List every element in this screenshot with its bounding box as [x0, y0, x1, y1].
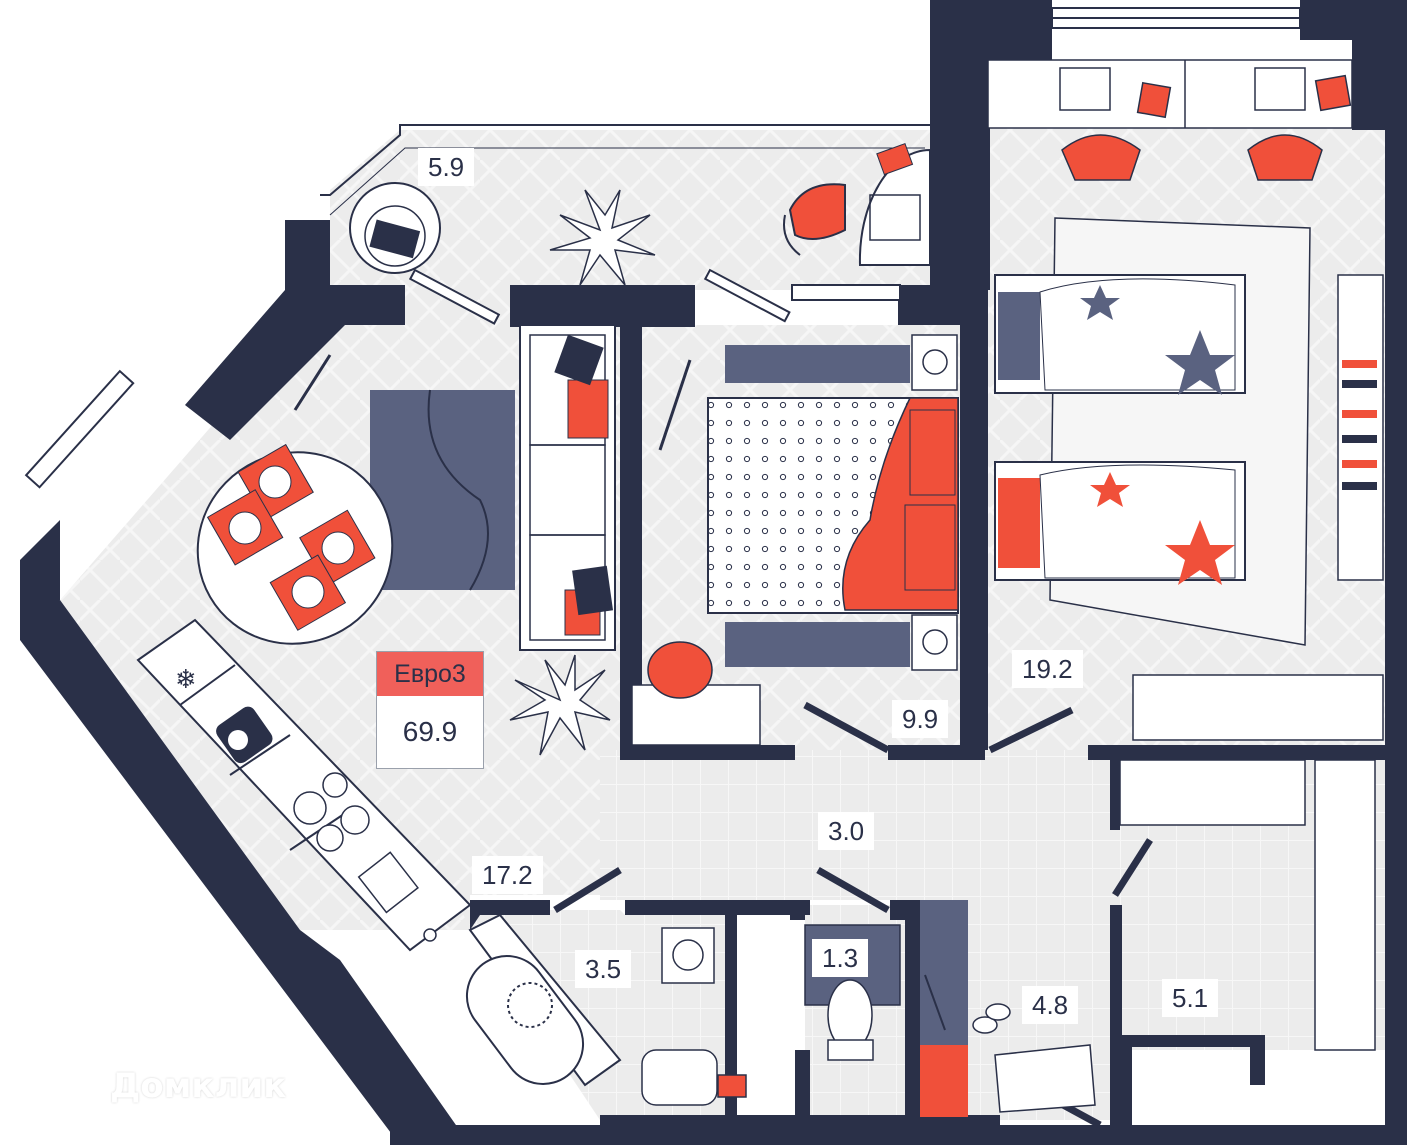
area-label-kids-room: 19.2 [1012, 650, 1083, 688]
watermark: Домклик [60, 1066, 286, 1106]
house-icon [62, 1068, 98, 1104]
bed-icon [707, 345, 959, 667]
svg-text:❄: ❄ [175, 665, 197, 695]
total-area: 69.9 [402, 716, 458, 747]
windows [24, 7, 1301, 489]
office-chair-icon [1061, 134, 1323, 181]
umbrella-icon [920, 900, 968, 1117]
apartment-type: Евро3 [377, 652, 483, 696]
area-label-hall: 3.0 [818, 812, 875, 850]
rug-icon [370, 389, 515, 591]
sofa-icon [519, 324, 616, 651]
area-label-loggia: 5.9 [418, 148, 475, 186]
apartment-summary-badge: Евро3 69.9 [376, 651, 484, 769]
area-label-bathroom: 3.5 [575, 950, 632, 988]
door-mat-icon [994, 1044, 1096, 1113]
plant-icon [549, 189, 656, 286]
bathtub-icon [465, 913, 622, 1087]
shelf-icon [1337, 274, 1384, 581]
area-label-toilet: 1.3 [812, 939, 869, 977]
dining-table-icon [196, 443, 394, 645]
desk-icon [987, 59, 1353, 129]
stove-icon [293, 772, 370, 852]
sink-icon [641, 1049, 747, 1106]
area-label-kitchen-living: 17.2 [472, 856, 543, 894]
dresser-icon [631, 641, 761, 746]
sink-icon [357, 851, 437, 942]
nightstand-icon [911, 334, 958, 671]
area-label-wardrobe: 5.1 [1162, 979, 1219, 1017]
wardrobe-icon [1119, 674, 1384, 1051]
bunk-bed-icon [994, 274, 1246, 585]
area-label-entry: 4.8 [1022, 986, 1079, 1024]
shoes-icon [972, 1003, 1011, 1034]
plant-icon [509, 654, 611, 756]
walls [20, 0, 1407, 1145]
fridge-icon: ❄ [175, 665, 197, 695]
watermark-text: Домклик [110, 1066, 287, 1106]
office-chair-icon [783, 183, 846, 256]
area-label-bedroom: 9.9 [892, 700, 949, 738]
microwave-icon [216, 706, 273, 764]
washing-machine-icon [661, 927, 715, 984]
desk-icon [858, 142, 931, 266]
armchair-icon [349, 182, 441, 274]
